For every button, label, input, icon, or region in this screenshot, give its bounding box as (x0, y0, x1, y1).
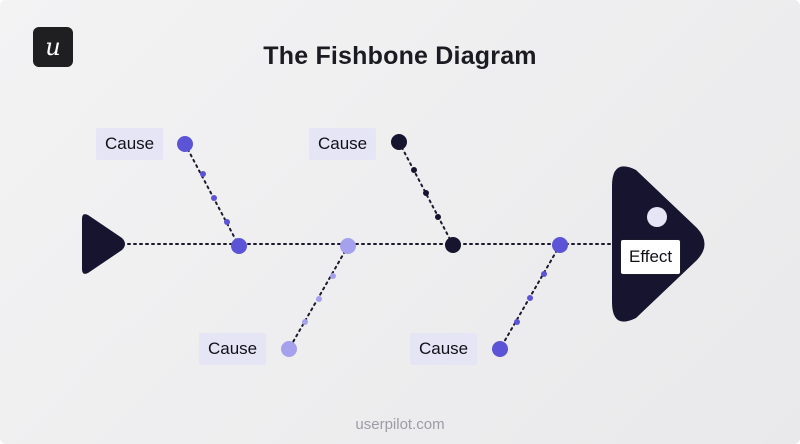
cause-node-4[interactable] (492, 341, 508, 357)
effect-label[interactable]: Effect (620, 239, 682, 275)
cause-node-2[interactable] (391, 134, 407, 150)
cause-bone-2 (398, 141, 454, 246)
bone-dot (211, 195, 217, 201)
bone-dot (200, 171, 206, 177)
bone-dot (316, 296, 322, 302)
cause-bone-1 (184, 143, 240, 247)
bone-dot (224, 219, 230, 225)
cause-label-4[interactable]: Cause (410, 333, 478, 365)
spine-node-1 (231, 238, 247, 254)
bone-dot (541, 271, 547, 277)
spine-node-4 (552, 237, 568, 253)
logo-letter: u (45, 33, 61, 61)
userpilot-logo: u (33, 27, 73, 67)
cause-label-3[interactable]: Cause (199, 333, 267, 365)
spine-node-3 (340, 238, 356, 254)
bone-dot (527, 295, 533, 301)
fish-tail (82, 214, 125, 274)
diagram-title: The Fishbone Diagram (263, 42, 537, 70)
spine-node-2 (445, 237, 461, 253)
cause-node-1[interactable] (177, 136, 193, 152)
fish-eye (647, 207, 667, 227)
footer-brand: userpilot.com (355, 416, 445, 433)
bone-dot (435, 214, 441, 220)
bone-dot (411, 167, 417, 173)
bone-dot (330, 273, 336, 279)
cause-label-2[interactable]: Cause (309, 128, 377, 160)
bone-dot (302, 319, 308, 325)
cause-label-1[interactable]: Cause (96, 128, 164, 160)
cause-node-3[interactable] (281, 341, 297, 357)
bone-dot (423, 190, 429, 196)
bone-dot (514, 319, 520, 325)
